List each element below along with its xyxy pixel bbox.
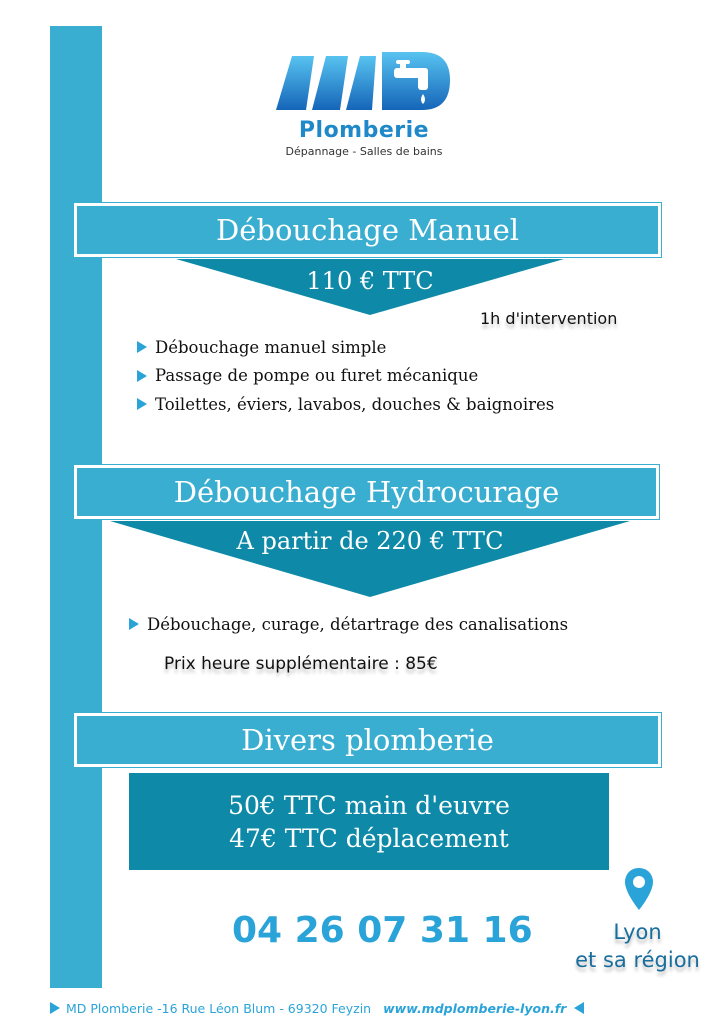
divers-price-box: 50€ TTC main d'euvre 47€ TTC déplacement <box>129 773 609 870</box>
brand-tagline: Dépannage - Salles de bains <box>285 145 443 158</box>
section-header-manual: Débouchage Manuel <box>74 203 661 257</box>
bullet-arrow-icon <box>129 618 139 631</box>
footer-arrow-right-icon <box>50 1002 60 1014</box>
footer-arrow-left-icon <box>574 1002 585 1014</box>
bullet-arrow-icon <box>137 398 147 411</box>
price-label: A partir de 220 € TTC <box>236 527 504 555</box>
section-title: Divers plomberie <box>241 723 494 757</box>
section-header-hydrocurage: Débouchage Hydrocurage <box>74 465 659 519</box>
manual-features-list: Débouchage manuel simple Passage de pomp… <box>137 333 554 419</box>
region-label: et sa région <box>575 948 700 972</box>
price-banner-manual: 110 € TTC <box>176 259 564 315</box>
bullet-arrow-icon <box>137 369 147 382</box>
md-logo-mark <box>276 52 450 110</box>
list-item: Toilettes, éviers, lavabos, douches & ba… <box>137 390 554 419</box>
intervention-note: 1h d'intervention <box>480 309 618 328</box>
map-pin-icon <box>625 868 653 910</box>
faucet-icon <box>394 60 428 104</box>
section-title: Débouchage Manuel <box>215 213 520 247</box>
bullet-arrow-icon <box>137 341 147 354</box>
list-item: Passage de pompe ou furet mécanique <box>137 362 554 391</box>
price-label: 110 € TTC <box>306 267 434 295</box>
section-title: Débouchage Hydrocurage <box>173 475 560 509</box>
list-item: Débouchage manuel simple <box>137 333 554 362</box>
website-link[interactable]: www.mdplomberie-lyon.fr <box>383 1000 567 1016</box>
city-name: Lyon <box>613 920 662 944</box>
section-header-divers: Divers plomberie <box>74 713 661 767</box>
travel-price: 47€ TTC déplacement <box>229 823 509 853</box>
brand-logo: Plomberie Dépannage - Salles de bains <box>272 48 452 168</box>
brand-name: Plomberie <box>298 118 430 143</box>
labor-price: 50€ TTC main d'euvre <box>228 790 510 820</box>
list-item: Débouchage, curage, détartrage des canal… <box>129 610 568 639</box>
footer: MD Plomberie -16 Rue Léon Blum - 69320 F… <box>50 997 680 1019</box>
footer-address: MD Plomberie -16 Rue Léon Blum - 69320 F… <box>66 1000 372 1016</box>
service-area: Lyon et sa région <box>555 918 720 974</box>
phone-number[interactable]: 04 26 07 31 16 <box>232 910 533 951</box>
extra-hour-price: Prix heure supplémentaire : 85€ <box>164 654 438 674</box>
price-banner-hydrocurage: A partir de 220 € TTC <box>110 521 630 597</box>
hydrocurage-features-list: Débouchage, curage, détartrage des canal… <box>129 610 568 639</box>
